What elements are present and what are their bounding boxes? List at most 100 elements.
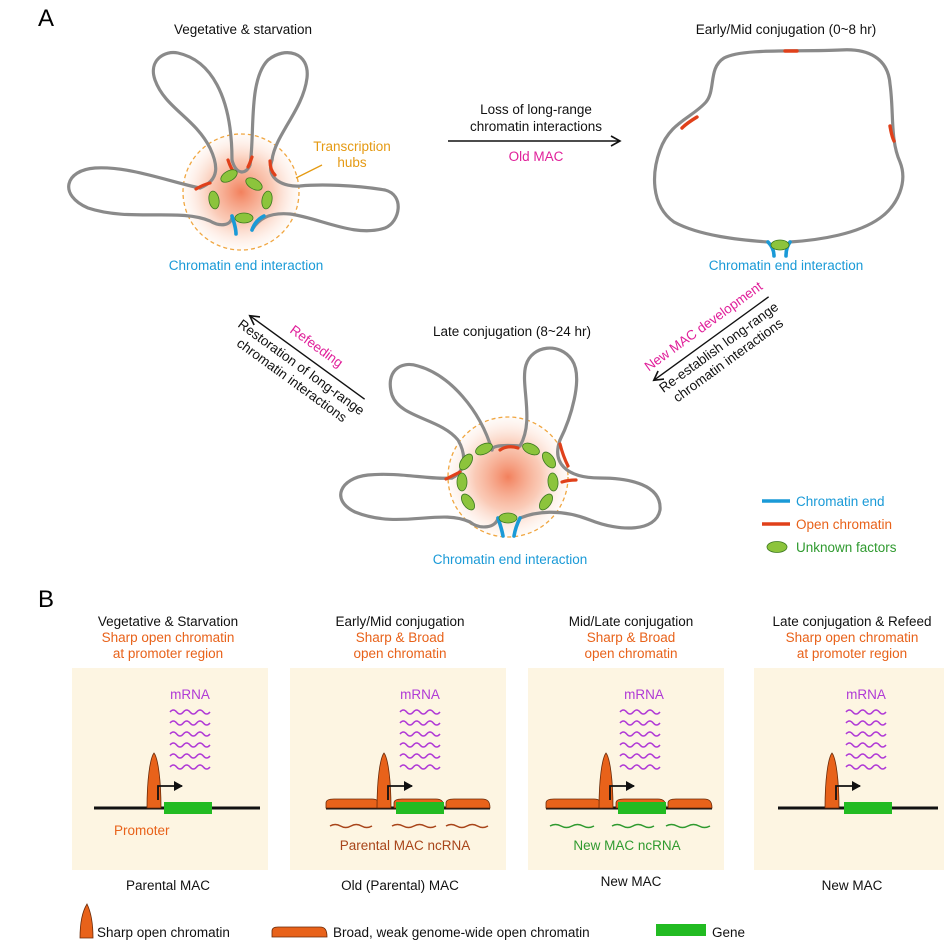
late-title: Late conjugation (8~24 hr)	[433, 324, 591, 339]
column-3-footer: New MAC	[601, 874, 662, 889]
broad-open-chromatin-peak	[545, 798, 603, 809]
column-headers: Vegetative & Starvation Sharp open chrom…	[98, 614, 932, 661]
mrna-wave	[399, 742, 441, 748]
legend-sharp-open-chromatin: Sharp open chromatin	[97, 925, 230, 940]
parental-ncrna-wave	[391, 823, 437, 829]
open-chromatin-sites	[680, 49, 896, 143]
column-4-mrna-label: mRNA	[846, 687, 886, 702]
column-2-background	[290, 668, 506, 870]
mrna-wave	[169, 753, 211, 759]
panel-a-letter: A	[38, 5, 54, 32]
restoration-arrow	[248, 314, 366, 400]
late-end-interaction-label: Chromatin end interaction	[433, 552, 588, 567]
mrna-wave	[399, 720, 441, 726]
mrna-wave	[619, 742, 661, 748]
promoter-label: Promoter	[114, 823, 170, 838]
transcription-start-arrow	[835, 781, 861, 800]
legend-chromatin-end: Chromatin end	[796, 494, 885, 509]
early-end-interaction-label: Chromatin end interaction	[709, 258, 864, 273]
mrna-wave	[399, 764, 441, 770]
mrna-wave	[845, 731, 887, 737]
unknown-factor-legend-icon	[766, 541, 788, 553]
loss-label-2: chromatin interactions	[470, 119, 602, 134]
transcription-hubs-label-1: Transcription	[313, 139, 391, 154]
legend-unknown-factors: Unknown factors	[796, 540, 897, 555]
vegetative-state: Vegetative & starvation Transcriptio	[67, 22, 400, 273]
hub-pointer-line	[295, 164, 323, 179]
transcription-hub-border	[447, 416, 569, 538]
column-4-sub1: Sharp open chromatin	[786, 630, 919, 645]
mrna-wave	[619, 720, 661, 726]
chromatin-fiber	[339, 346, 662, 530]
column-2-sub2: open chromatin	[353, 646, 446, 661]
transition-loss: Loss of long-range chromatin interaction…	[448, 102, 622, 164]
broad-peak-legend-icon	[271, 926, 328, 938]
mrna-wave	[845, 709, 887, 715]
transcription-hubs-label-2: hubs	[337, 155, 367, 170]
transcription-start-arrow	[609, 781, 635, 800]
legend-broad-open-chromatin: Broad, weak genome-wide open chromatin	[333, 925, 590, 940]
mrna-wave	[845, 753, 887, 759]
gene-box	[164, 802, 212, 814]
mrna-wave	[169, 709, 211, 715]
column-1-background	[72, 668, 268, 870]
gene-box	[618, 802, 666, 814]
old-mac-label: Old MAC	[509, 149, 564, 164]
column-extra-labels: Promoter Parental MAC ncRNA New MAC ncRN…	[114, 823, 681, 853]
chromatin-fiber	[67, 50, 400, 233]
unknown-factors	[456, 442, 559, 524]
column-4-sub2: at promoter region	[797, 646, 907, 661]
parental-mac-ncrna-label: Parental MAC ncRNA	[340, 838, 471, 853]
legend-gene: Gene	[712, 925, 745, 940]
mrna-wave	[399, 753, 441, 759]
mrna-wave	[619, 753, 661, 759]
unknown-factor	[770, 239, 790, 251]
open-chromatin-sites	[444, 442, 578, 484]
mrna-wave	[619, 764, 661, 770]
mrna-wave	[169, 742, 211, 748]
early-mid-state: Early/Mid conjugation (0~8 hr) Chromatin…	[652, 22, 905, 273]
transition-re-establish: New MAC development Re-establish long-ra…	[642, 278, 786, 405]
column-2-title: Early/Mid conjugation	[335, 614, 464, 629]
column-1-sub1: Sharp open chromatin	[102, 630, 235, 645]
re-establish-arrow	[652, 296, 770, 382]
transcription-start-arrow	[387, 781, 413, 800]
panel-b-letter: B	[38, 586, 54, 613]
column-1-footer: Parental MAC	[126, 878, 210, 893]
column-2-footer: Old (Parental) MAC	[341, 878, 459, 893]
column-3-background	[528, 668, 724, 870]
legend-open-chromatin: Open chromatin	[796, 517, 892, 532]
gene-box	[396, 802, 444, 814]
column-1-sub2: at promoter region	[113, 646, 223, 661]
column-footers: Parental MAC Old (Parental) MAC New MAC …	[126, 874, 883, 893]
transition-restoration: Refeeding Restoration of long-range chro…	[234, 314, 367, 425]
gene-box	[844, 802, 892, 814]
new-mac-ncrna-label: New MAC ncRNA	[573, 838, 680, 853]
loss-label-1: Loss of long-range	[480, 102, 592, 117]
transcription-hub-border	[182, 133, 300, 251]
mrna-wave	[169, 764, 211, 770]
column-3-sub2: open chromatin	[584, 646, 677, 661]
chromatin-ends	[496, 516, 522, 538]
late-state: Late conjugation (8~24 hr)	[339, 324, 662, 567]
sharp-peak-legend-icon	[79, 903, 94, 939]
broad-open-chromatin-peak	[445, 798, 491, 809]
gene-legend-icon	[656, 924, 706, 936]
mrna-wave	[845, 720, 887, 726]
panel-b-legend: Sharp open chromatin Broad, weak genome-…	[79, 903, 745, 940]
new-ncrna-wave	[665, 823, 711, 829]
broad-open-chromatin-peak	[667, 798, 713, 809]
parental-ncrna-wave	[329, 823, 373, 829]
mrna-wave	[619, 731, 661, 737]
vegetative-end-interaction-label: Chromatin end interaction	[169, 258, 324, 273]
mrna-wave	[399, 709, 441, 715]
transcription-start-arrow	[157, 781, 183, 800]
mrna-wave	[399, 731, 441, 737]
new-ncrna-wave	[611, 823, 655, 829]
column-4-background	[754, 668, 944, 870]
column-3-mrna-label: mRNA	[624, 687, 664, 702]
column-2-mrna-label: mRNA	[400, 687, 440, 702]
mrna-wave	[845, 742, 887, 748]
column-1-title: Vegetative & Starvation	[98, 614, 238, 629]
